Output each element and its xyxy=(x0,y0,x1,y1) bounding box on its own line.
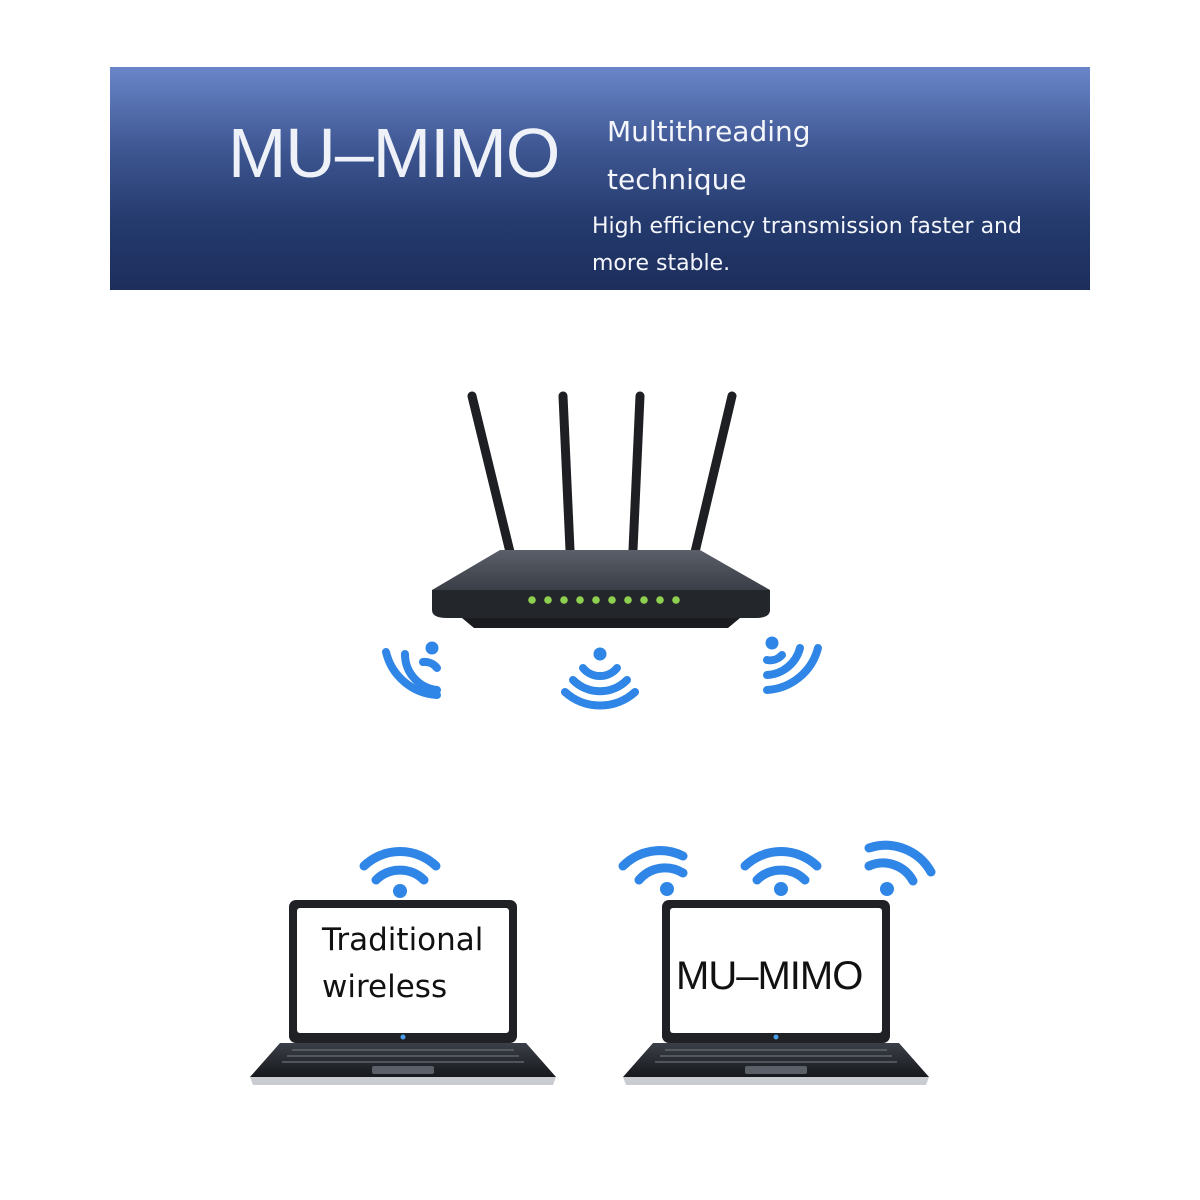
wifi-signal-icon xyxy=(864,840,936,896)
laptop-icon xyxy=(250,900,556,1085)
laptop-screen-label-traditional: Traditional wireless xyxy=(322,922,484,1005)
header-banner: MU–MIMO Multithreading technique High ef… xyxy=(110,67,1090,290)
wifi-signal-icon xyxy=(763,636,822,694)
laptop-screen-label-mu-mimo: MU–MIMO xyxy=(676,954,863,998)
wifi-signal-icon xyxy=(382,641,441,699)
wifi-signal-icon xyxy=(740,847,822,896)
banner-subtitle: Multithreading technique xyxy=(607,115,811,196)
banner-title: MU–MIMO xyxy=(228,114,560,192)
router-icon xyxy=(432,391,770,628)
wifi-signal-icon xyxy=(618,846,688,896)
wifi-signal-icon xyxy=(561,647,639,710)
laptop-icon xyxy=(623,900,929,1085)
banner-description: High efficiency transmission faster and … xyxy=(592,214,1022,276)
wifi-signal-icon xyxy=(359,847,441,898)
